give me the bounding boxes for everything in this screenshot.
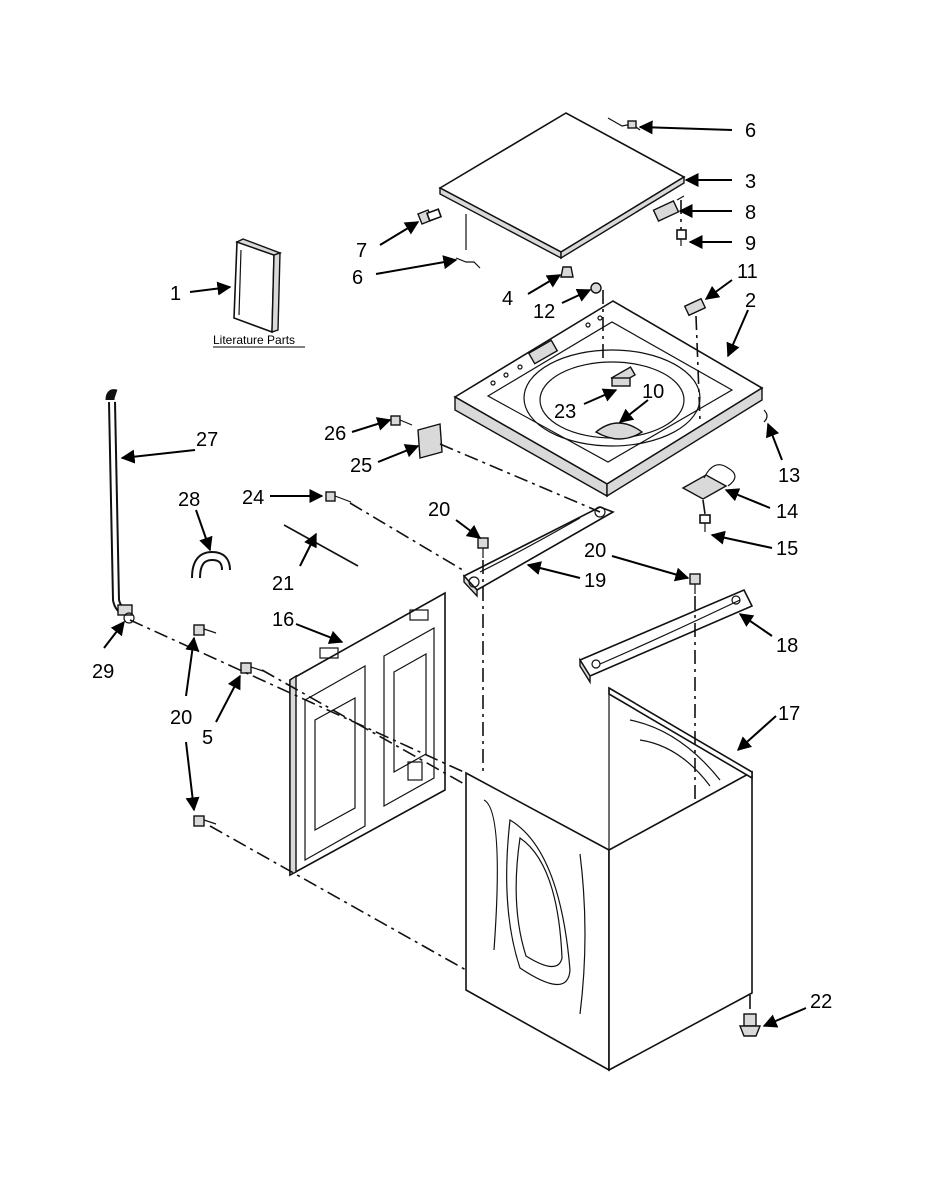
screw-9 [676, 229, 687, 246]
drain-hose [105, 389, 133, 616]
leader-lines [103, 120, 807, 1028]
screw-5 [240, 662, 264, 674]
callout-6-top: 6 [745, 120, 756, 142]
screw-20-brace [477, 537, 489, 558]
screw-26 [390, 415, 413, 426]
callout-7: 7 [356, 240, 367, 262]
callout-9: 9 [745, 233, 756, 255]
hose-elbow [191, 550, 231, 579]
switch-14 [681, 464, 736, 500]
callout-15: 15 [776, 538, 798, 560]
lid-lock-11 [683, 297, 707, 317]
callout-11: 11 [737, 261, 758, 283]
lid-switch-actuator-8 [652, 195, 685, 223]
callout-27: 27 [196, 429, 218, 451]
screw-7 [417, 208, 443, 225]
callout-29: 29 [92, 661, 114, 683]
callout-8: 8 [745, 202, 756, 224]
front-brace [462, 506, 615, 598]
callout-28: 28 [178, 489, 200, 511]
hose-clamp-29 [123, 612, 135, 624]
callout-21: 21 [272, 573, 294, 595]
lid-hinge-pin-left [455, 257, 481, 269]
screw-20-lower-left [193, 815, 217, 827]
callout-22: 22 [810, 991, 832, 1013]
callout-labels: 1 2 3 4 5 6 6 7 8 9 10 11 12 13 14 15 16… [92, 120, 832, 1013]
callout-5: 5 [202, 727, 213, 749]
bumper-4 [560, 266, 574, 278]
callout-1: 1 [170, 283, 181, 305]
callout-25: 25 [350, 455, 372, 477]
insert-23 [611, 377, 631, 387]
callout-17: 17 [778, 703, 800, 725]
callout-20-left-upper: 20 [170, 707, 192, 729]
callout-18: 18 [776, 635, 798, 657]
callout-20-top: 20 [428, 499, 450, 521]
bracket-25 [417, 423, 443, 459]
callout-16: 16 [272, 609, 294, 631]
screw-24 [325, 491, 352, 503]
washer-lid [438, 112, 686, 260]
rear-brace [578, 588, 754, 685]
callout-4: 4 [502, 288, 513, 310]
rod-21 [283, 524, 359, 567]
callout-6-left: 6 [352, 267, 363, 289]
callout-3: 3 [745, 171, 756, 193]
literature-caption: Literature Parts [213, 333, 295, 347]
screw-20-rear [689, 573, 701, 594]
callout-20-right: 20 [584, 540, 606, 562]
callout-10: 10 [642, 381, 664, 403]
clip-13 [763, 409, 768, 423]
callout-12: 12 [533, 301, 555, 323]
literature-parts-book [233, 238, 283, 334]
screw-20-upper-left [193, 624, 217, 636]
callout-23: 23 [554, 401, 576, 423]
callout-13: 13 [778, 465, 800, 487]
screw-12 [590, 282, 602, 294]
callout-19: 19 [584, 570, 606, 592]
rear-panel [289, 591, 446, 877]
cabinet [465, 686, 762, 1072]
callout-14: 14 [776, 501, 798, 523]
callout-26: 26 [324, 423, 346, 445]
callout-2: 2 [745, 290, 756, 312]
screw-15 [699, 514, 711, 532]
callout-24: 24 [242, 487, 264, 509]
lid-hinge-pin-top [607, 117, 641, 131]
top-panel [453, 300, 764, 498]
